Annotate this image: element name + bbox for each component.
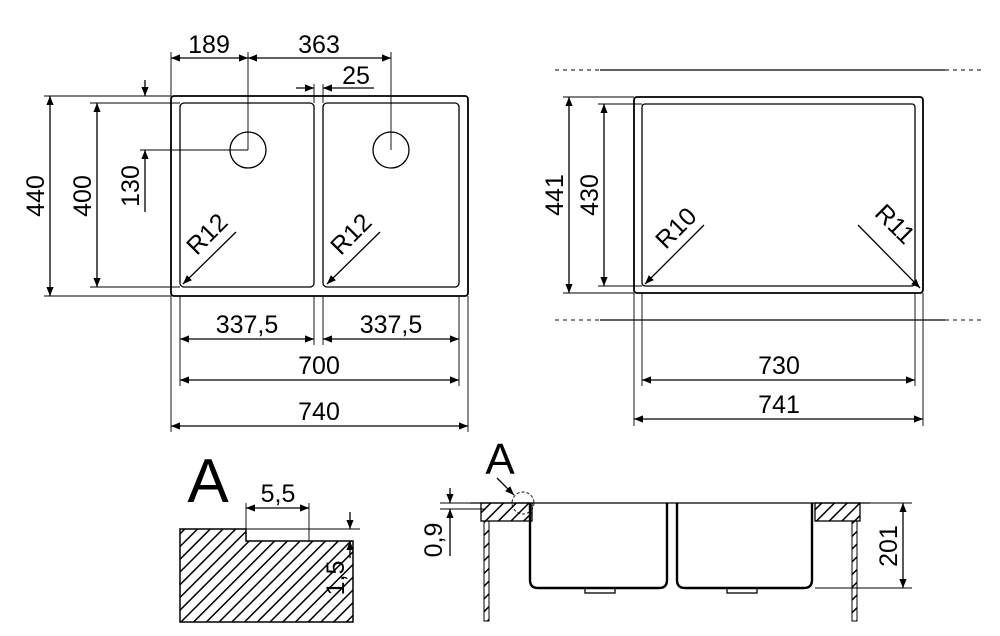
dim-430: 430	[576, 174, 604, 216]
dim-25: 25	[342, 62, 370, 90]
top-view-outer-rim	[170, 95, 469, 297]
cabinet-wall-right	[851, 520, 858, 622]
left-bowl-profile	[528, 503, 669, 590]
dim-700: 700	[298, 352, 340, 380]
right-drain-outlet	[726, 587, 758, 594]
dim-400: 400	[69, 175, 97, 217]
detail-a-label: A	[187, 447, 229, 516]
radius-cutout-right: R11	[869, 199, 920, 250]
dim-730: 730	[758, 352, 800, 380]
dim-201: 201	[875, 525, 903, 567]
left-bowl	[179, 102, 315, 288]
top-view: 189 363 25 440 400 130 R12 R12 337,5 337…	[22, 31, 469, 432]
dim-740: 740	[298, 398, 340, 426]
dim-363: 363	[298, 31, 340, 59]
countertop-right	[814, 502, 861, 522]
dim-0-9: 0,9	[420, 523, 448, 558]
cabinet-wall-left	[483, 520, 490, 622]
countertop-left	[480, 502, 533, 522]
dim-741: 741	[758, 391, 800, 419]
section-view: A 0,9 201	[420, 435, 912, 622]
radius-right-bowl: R12	[325, 208, 377, 260]
section-a-label: A	[485, 435, 515, 484]
dim-337-5-right: 337,5	[360, 311, 423, 339]
dim-440: 440	[22, 175, 50, 217]
dim-189: 189	[188, 31, 230, 59]
left-drain-outlet	[584, 587, 616, 594]
dim-441: 441	[541, 174, 569, 216]
dim-337-5-left: 337,5	[216, 311, 279, 339]
cutout-outer-outline	[633, 96, 924, 294]
right-bowl-profile	[675, 503, 814, 590]
radius-left-bowl: R12	[181, 208, 233, 260]
dim-5-5: 5,5	[261, 480, 296, 508]
dim-1-5: 1,5	[322, 561, 350, 596]
dim-130: 130	[117, 165, 145, 207]
detail-a-view: A 5,5 1,5	[179, 447, 360, 623]
cutout-view: 441 430 R10 R11 730 741	[541, 69, 985, 426]
cutout-inner-outline	[641, 103, 916, 287]
radius-cutout-left: R10	[650, 202, 702, 254]
